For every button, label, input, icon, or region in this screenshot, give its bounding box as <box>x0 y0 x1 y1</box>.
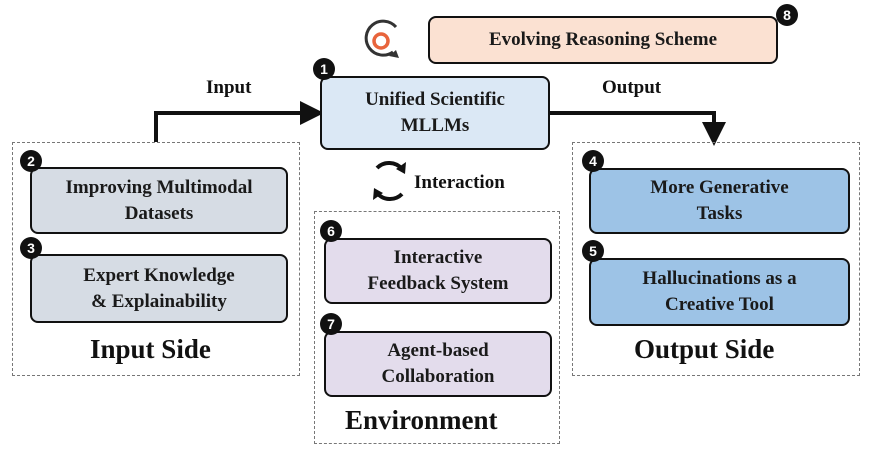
cycle-arrows-icon <box>373 161 406 201</box>
input-side-title: Input Side <box>90 334 211 364</box>
output-item-hallucinations: Hallucinations as a Creative Tool <box>589 258 850 326</box>
input-side-region <box>12 142 300 376</box>
badge-2: 2 <box>20 150 42 172</box>
evolving-reasoning-box: Evolving Reasoning Scheme <box>428 16 778 64</box>
input-arrow <box>154 101 324 142</box>
input-item-expert-knowledge: Expert Knowledge & Explainability <box>30 254 288 323</box>
environment-region <box>314 211 560 444</box>
badge-8: 8 <box>776 4 798 26</box>
input-label: Input <box>206 77 252 98</box>
badge-6: 6 <box>320 220 342 242</box>
cycle-reasoning-icon <box>364 19 399 58</box>
environment-item-agents: Agent-based Collaboration <box>324 331 552 397</box>
input-item-datasets: Improving Multimodal Datasets <box>30 167 288 234</box>
unified-mllm-box: Unified Scientific MLLMs <box>320 76 550 150</box>
badge-5: 5 <box>582 240 604 262</box>
badge-4: 4 <box>582 150 604 172</box>
output-side-region <box>572 142 860 376</box>
output-item-generative: More Generative Tasks <box>589 168 850 234</box>
environment-item-feedback: Interactive Feedback System <box>324 238 552 304</box>
output-side-title: Output Side <box>634 334 775 364</box>
badge-3: 3 <box>20 237 42 259</box>
interaction-label: Interaction <box>414 172 505 193</box>
badge-7: 7 <box>320 313 342 335</box>
output-arrow <box>550 111 726 146</box>
badge-1: 1 <box>313 58 335 80</box>
environment-title: Environment <box>345 405 498 435</box>
output-label: Output <box>602 77 662 98</box>
